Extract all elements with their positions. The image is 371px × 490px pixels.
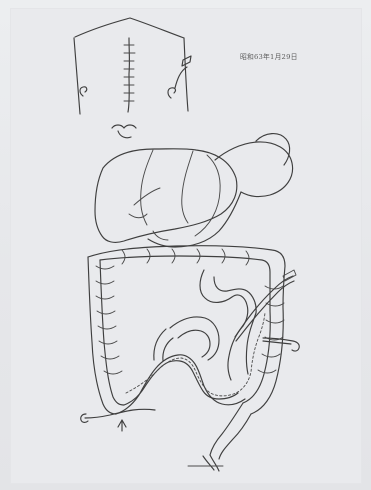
ileal-loop-left xyxy=(154,329,166,360)
gallbladder-bottom xyxy=(129,214,147,218)
torso-outline-right xyxy=(184,38,188,111)
lower-incision-curve xyxy=(118,131,131,138)
transverse-colon-outer xyxy=(88,246,285,307)
surgical-incision-diagram xyxy=(74,18,191,138)
sigmoid-inner xyxy=(124,361,238,405)
liver-outline xyxy=(95,149,237,243)
left-lower-drain xyxy=(85,409,155,418)
jejunal-descending xyxy=(228,326,243,380)
gallbladder-fold xyxy=(134,188,160,205)
liver-lobe-divider-2 xyxy=(182,151,193,223)
stomach-fundus xyxy=(215,142,293,197)
large-intestine xyxy=(88,246,285,414)
transverse-colon-inner xyxy=(100,256,270,311)
lower-clip-mark xyxy=(118,420,126,431)
sigmoid-outer xyxy=(116,355,245,414)
drains-and-rectum xyxy=(81,270,300,471)
upper-gi-organs xyxy=(95,134,293,247)
right-side-drain-inner xyxy=(263,341,291,344)
ileal-loop-top xyxy=(170,317,219,360)
anal-canal xyxy=(203,455,219,471)
jejunal-loop-upper xyxy=(200,270,248,326)
colon-haustra-left xyxy=(96,266,122,374)
stomach-top-loop xyxy=(256,134,290,165)
left-drain-site xyxy=(80,87,87,96)
ileal-loop-top-inner xyxy=(178,330,210,357)
ascending-colon-outer xyxy=(88,257,116,414)
right-drain-site xyxy=(168,88,175,98)
umbilicus-mark xyxy=(112,125,136,128)
drain-tube-tip xyxy=(182,56,191,66)
torso-outline-left xyxy=(74,38,80,114)
small-intestine-and-sigmoid xyxy=(116,270,265,414)
torso-outline-top xyxy=(75,18,184,38)
descending-colon-inner xyxy=(243,311,270,403)
rectum-inner xyxy=(219,414,251,459)
